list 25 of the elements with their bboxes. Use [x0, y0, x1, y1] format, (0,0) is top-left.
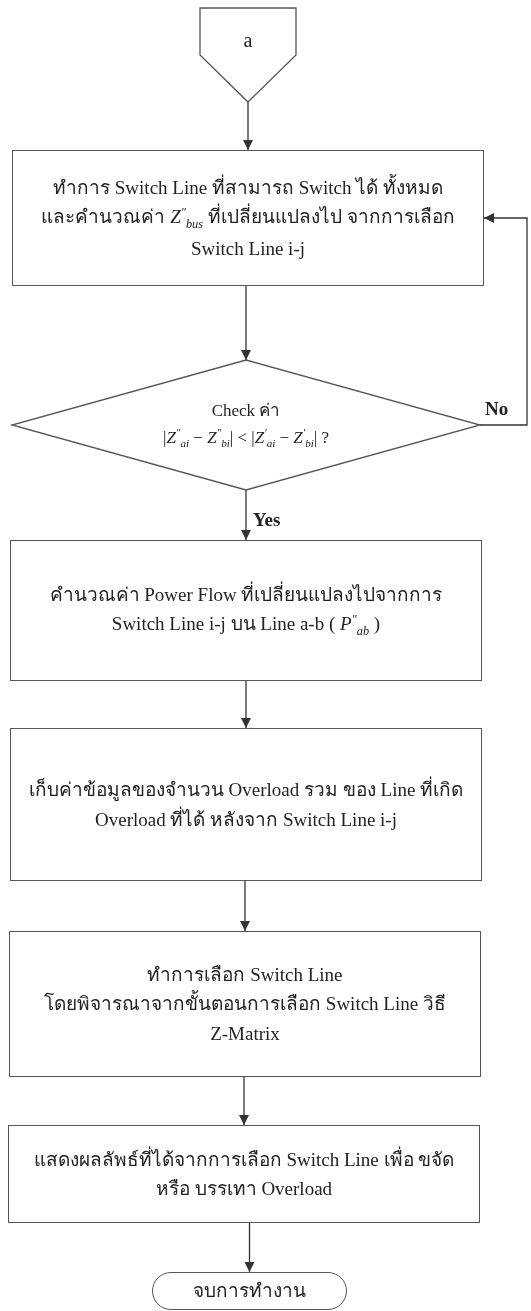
process-box	[10, 728, 482, 881]
arrow	[238, 1076, 250, 1126]
arrow	[242, 101, 254, 151]
arrow	[479, 212, 528, 426]
node-text: |Z$^{″}$$_{ai}$ − Z$^{″}$$_{bi}$| < |Z$^{′}$$_{ai}$ − Z$^{′}$$_{bi}$| ?	[163, 425, 329, 452]
node-text: คำนวณค่า Power Flow ที่เปลี่ยนแปลงไปจากการ Switch Line i-j บน Line a-b ( P$^{″}$$_{ab}$ )	[48, 580, 444, 641]
process-box	[12, 150, 484, 286]
node-text: เก็บค่าข้อมูลของจำนวน Overload รวม ของ Line ที่เกิด Overload ที่ได้ หลังจาก Switch Line i-j	[21, 775, 471, 834]
node-text: Check ค่า	[211, 399, 281, 422]
off-page-connector	[200, 8, 296, 102]
arrow	[244, 1222, 255, 1273]
arrow	[240, 489, 252, 541]
terminator	[152, 1272, 347, 1310]
process-box	[10, 540, 482, 681]
node-text: ทำการเลือก Switch Line โดยพิจารณาจากขั้นตอนการเลือก Switch Line วิธี Z-Matrix	[43, 962, 447, 1046]
process-box	[8, 1125, 480, 1223]
arrow	[239, 880, 251, 932]
process-box	[9, 931, 481, 1077]
node-text: จบการทำงาน	[193, 1279, 306, 1304]
node-text: ทำการ Switch Line ที่สามารถ Switch ได้ ทั้งหมด และคำนวณค่า Z$^{″}$$_{bus}$ ที่เปลี่ยนแปลงไป จากการเลือก Switch Line i-j	[40, 173, 456, 261]
arrow	[240, 285, 252, 361]
arrow	[240, 680, 252, 729]
node-text: แสดงผลลัพธ์ที่ได้จากการเลือก Switch Line เพื่อ ขจัด หรือ บรรเทา Overload	[32, 1145, 456, 1201]
decision-diamond	[12, 360, 480, 490]
node-text: a	[243, 27, 253, 53]
